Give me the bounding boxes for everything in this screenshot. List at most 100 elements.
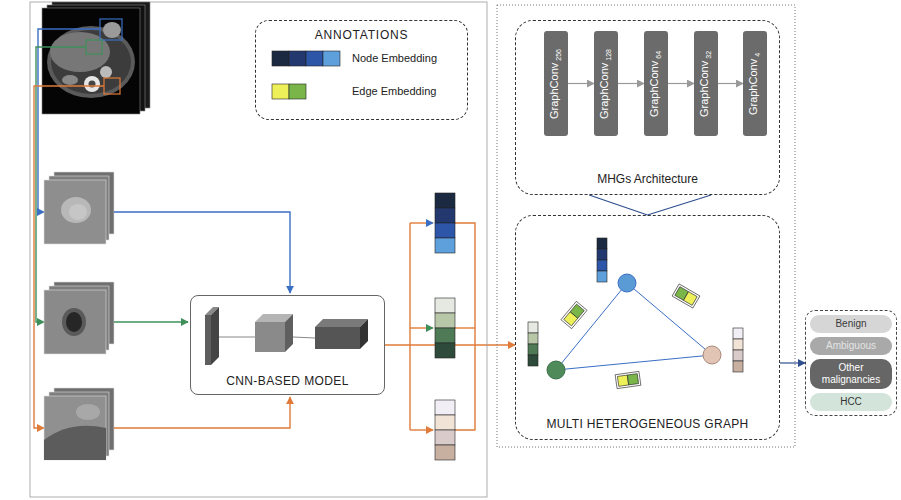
embedding-vector	[435, 400, 455, 415]
patch-stack	[44, 388, 114, 460]
output-box: BenignAmbiguousOther malignanciesHCC	[805, 310, 897, 416]
class-pill: Ambiguous	[810, 337, 892, 355]
patch-stack	[69, 204, 87, 220]
node-embedding-stack	[733, 350, 743, 361]
edge-embedding-glyph	[561, 301, 587, 328]
embedding-vector	[435, 430, 455, 445]
roi-leader	[34, 86, 104, 428]
ct-scan	[84, 76, 100, 92]
graph-edge	[556, 355, 712, 370]
edge-embedding-glyph	[561, 284, 700, 389]
graph-edge	[556, 283, 627, 370]
node-embedding-stack	[733, 339, 743, 350]
embedding-branch	[410, 223, 475, 430]
cnn-layers	[360, 319, 368, 349]
node-embedding-stack	[597, 238, 607, 249]
cnn-layers	[255, 322, 285, 352]
edge-embedding-glyph	[561, 301, 587, 328]
node-embedding-stack	[733, 361, 743, 372]
panel-frame	[497, 5, 795, 447]
embedding-vector	[435, 343, 455, 358]
node-embedding-stack	[733, 328, 743, 339]
node-embedding-stack	[528, 344, 538, 355]
layer-size: 256	[555, 49, 562, 61]
cnn-layers	[205, 307, 368, 365]
class-pill: HCC	[810, 393, 892, 411]
cnn-layers	[205, 315, 211, 365]
connector-line	[648, 195, 712, 215]
box-label: MHGs Architecture	[597, 172, 698, 186]
cnn-layers	[285, 314, 293, 352]
graphconv-layer: GraphConv64	[644, 31, 668, 136]
node-embedding-sample	[306, 51, 323, 66]
edge-embedding-glyph	[672, 284, 700, 308]
legend-entry: Edge Embedding	[352, 85, 436, 98]
embedding-branch	[455, 327, 475, 328]
patch-stack	[44, 396, 106, 460]
class-pill: Other malignancies	[810, 359, 892, 389]
edge-embedding-glyph	[627, 374, 638, 385]
ct-scan	[104, 78, 120, 94]
class-pill: Benign	[810, 315, 892, 333]
graph-vertex	[618, 274, 636, 292]
graphconv-layer: GraphConv256	[544, 31, 568, 136]
node-embedding-stack	[597, 271, 607, 282]
ct-scan	[100, 66, 112, 78]
embedding-vector	[435, 238, 455, 253]
graph-vertex	[547, 361, 565, 379]
rotated-label: GraphConv4	[747, 52, 763, 114]
class-label: Ambiguous	[826, 340, 876, 352]
graphconv-layer: GraphConv 32	[694, 31, 718, 136]
connector-arrow	[780, 362, 805, 363]
embedding-vector	[435, 298, 455, 313]
ct-scan	[103, 22, 121, 38]
panel-frame	[30, 2, 487, 497]
layer-size: 32	[705, 50, 712, 58]
edge-embedding-glyph	[570, 304, 584, 318]
ct-scan	[62, 75, 78, 85]
edge-embedding-sample	[289, 84, 306, 99]
box-label: ANNOTATIONS	[315, 28, 409, 42]
ct-scan	[100, 19, 122, 40]
embedding-branch	[410, 222, 433, 223]
patch-stack	[66, 312, 82, 332]
architecture-box: MHGs ArchitectureGraphConv256GraphConv12…	[515, 20, 780, 195]
connector-arrow	[718, 83, 743, 84]
legend-label: Edge Embedding	[352, 85, 436, 98]
graph-edge	[627, 283, 712, 355]
layer-size: 4	[754, 52, 761, 56]
layer-size: 64	[655, 50, 662, 58]
edge-embedding-glyph	[615, 371, 641, 388]
node-embedding-sample	[289, 51, 306, 66]
patch-stack	[44, 172, 114, 244]
graph-edge	[556, 283, 712, 370]
embedding-vector	[435, 313, 455, 328]
embedding-vector	[435, 193, 455, 208]
node-embedding-stack	[528, 333, 538, 344]
connector-line	[589, 195, 647, 215]
node-embedding-stack	[528, 355, 538, 366]
embedding-vector	[435, 415, 455, 430]
node-embedding-sample	[323, 51, 340, 66]
layer-label: GraphConv	[698, 60, 710, 116]
embedding-vector	[435, 223, 455, 238]
box-label: MULTI HETEROGENEOUS GRAPH	[547, 417, 749, 431]
cnn-layers	[211, 307, 219, 365]
embedding-vector	[435, 445, 455, 460]
node-embedding-stack	[597, 260, 607, 271]
embedding-branch	[410, 327, 433, 328]
graph-vertex	[547, 274, 721, 379]
box-label: CNN-BASED MODEL	[226, 374, 349, 388]
embedding-vector	[435, 208, 455, 223]
patch-stack	[61, 197, 91, 223]
embedding-branch	[410, 429, 433, 430]
edge-embedding-sample	[272, 84, 306, 99]
connector-arrow	[568, 83, 594, 84]
edge-embedding-glyph	[672, 284, 700, 308]
embedding-vector	[435, 193, 455, 253]
patch-to-model	[114, 321, 188, 322]
edge-embedding-sample	[272, 84, 289, 99]
node-embedding-stack	[528, 238, 743, 372]
node-embedding-stack	[528, 322, 538, 333]
patch-to-model	[114, 397, 290, 428]
